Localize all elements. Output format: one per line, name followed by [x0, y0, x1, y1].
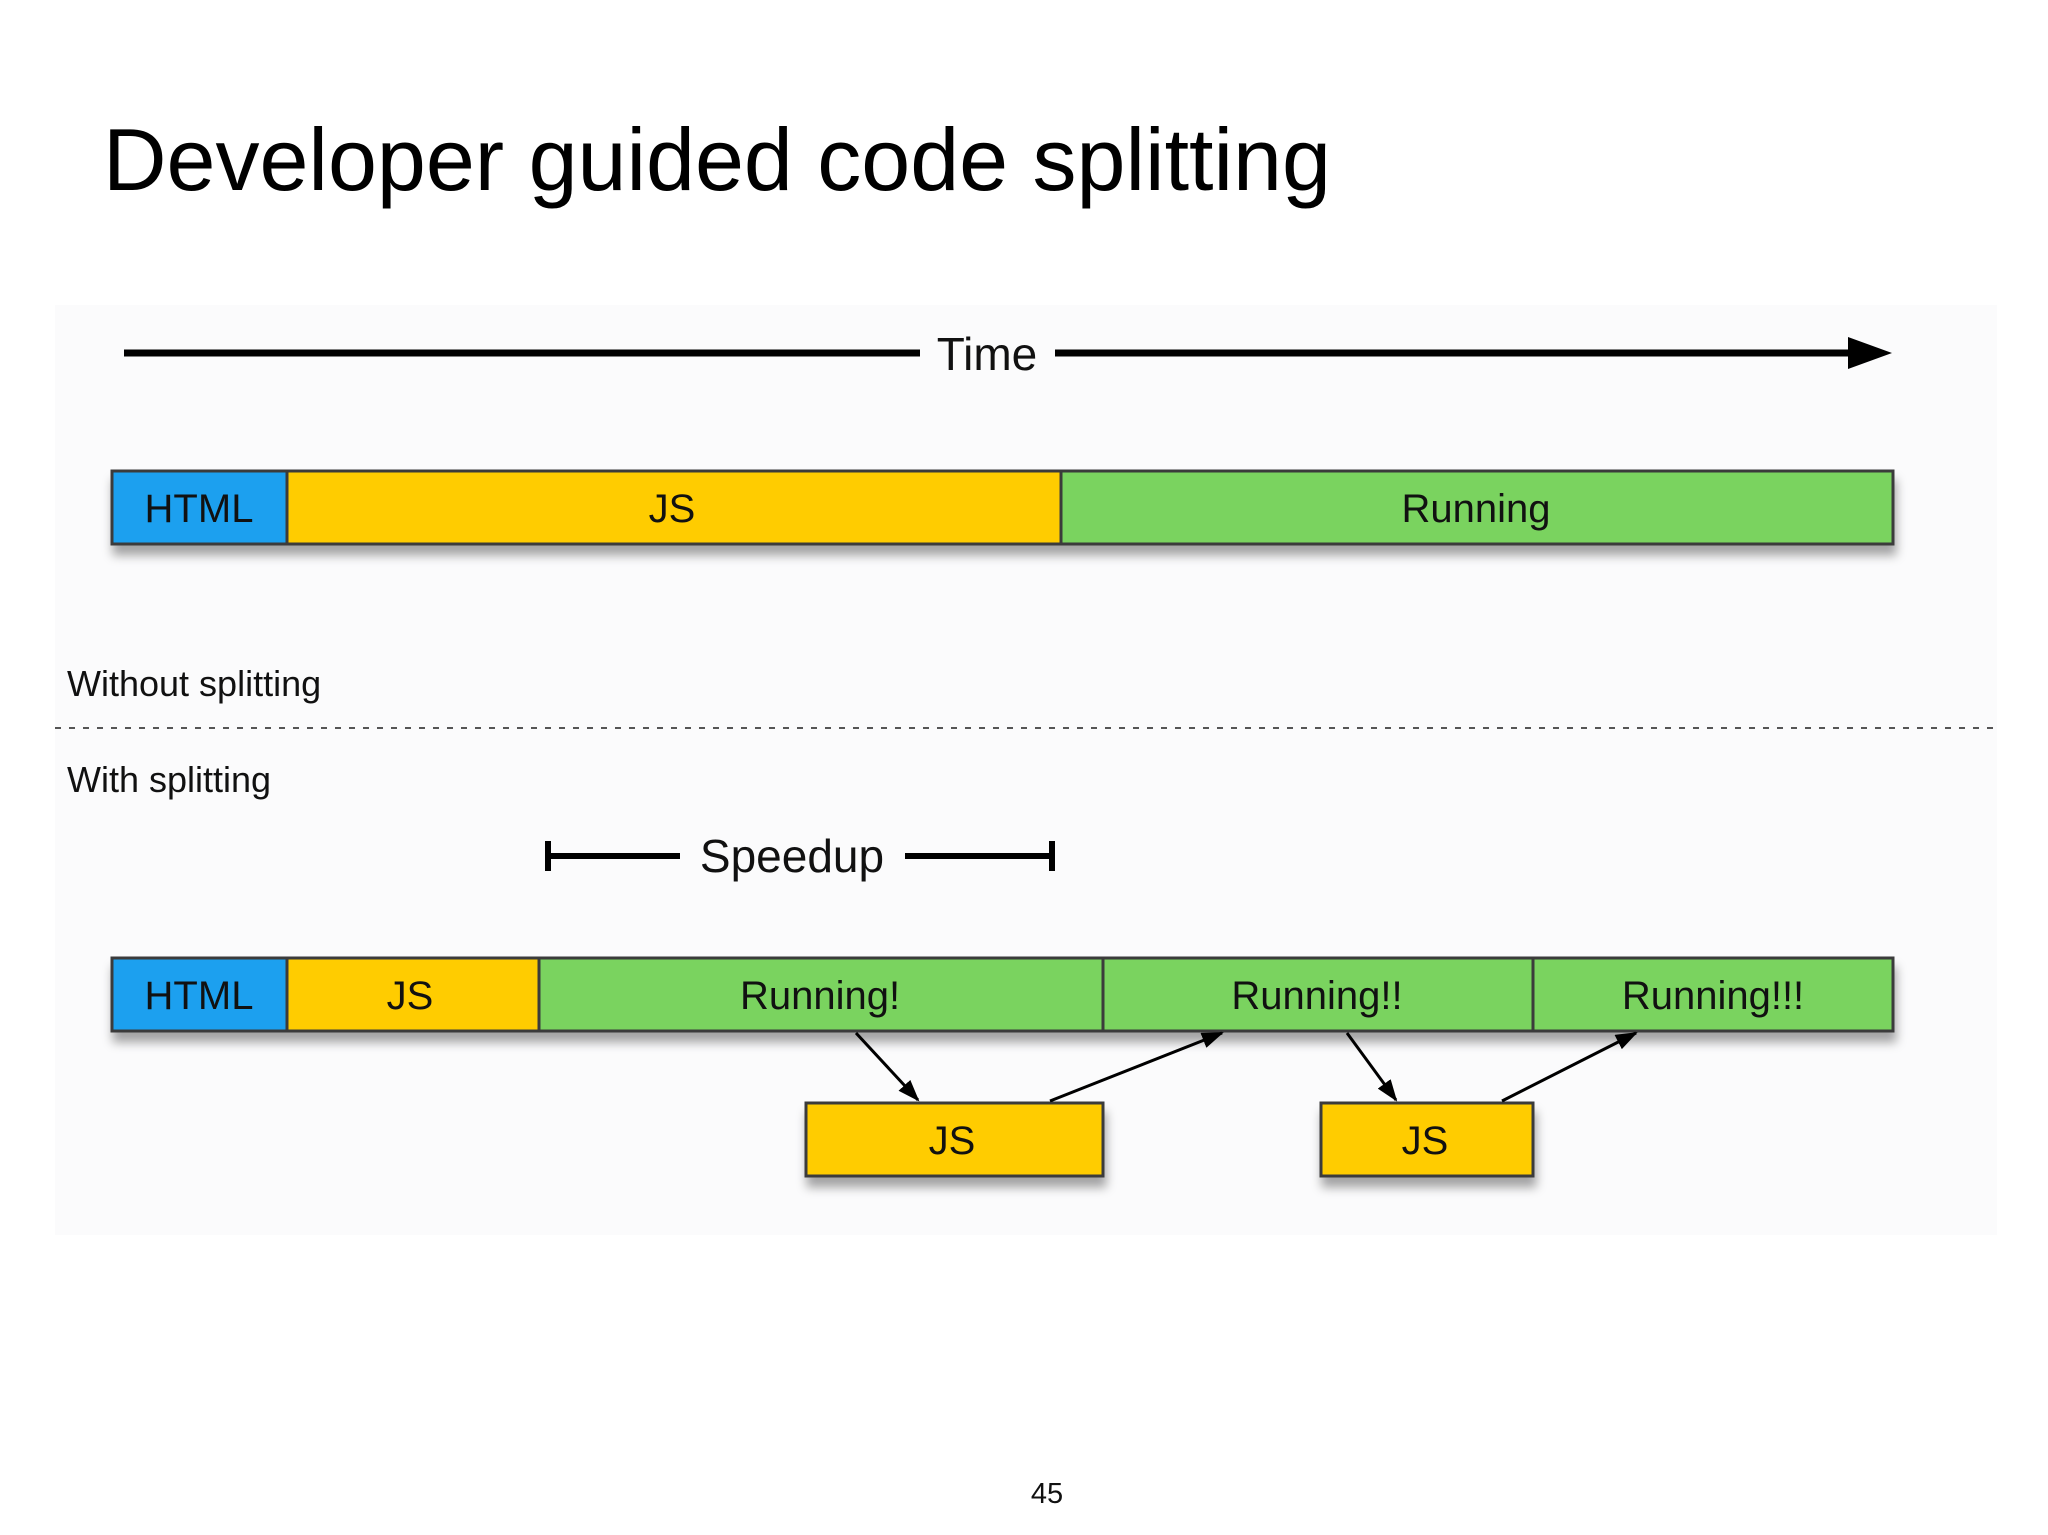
- lazy-js-chunks: [804, 1101, 1535, 1178]
- time-axis: Time: [124, 328, 1892, 380]
- with-splitting-bar: [110, 956, 1895, 1033]
- arrow-from-js-chunk-1: [1049, 1031, 1224, 1103]
- running-segment-2: [1101, 956, 1535, 1033]
- js-segment-label: JS: [649, 487, 696, 531]
- speedup-indicator: Speedup: [545, 830, 1055, 882]
- diagram-background: [55, 305, 1997, 1235]
- running-segment-3: [1531, 956, 1895, 1033]
- page-number: 45: [1030, 1478, 1064, 1510]
- html-segment-label: HTML: [145, 487, 254, 531]
- html-segment: [110, 469, 289, 546]
- arrow-from-js-chunk-2: [1501, 1031, 1638, 1103]
- running-segment-label: Running: [1401, 487, 1550, 531]
- running-segment: [1059, 469, 1895, 546]
- lazy-js-chunk-1: [804, 1101, 1105, 1178]
- arrow-to-js-chunk-2: [1345, 1032, 1398, 1102]
- running-segment-2-label: Running!!: [1231, 974, 1402, 1018]
- lazy-js-chunk-2: [1319, 1101, 1535, 1178]
- with-splitting-label: With splitting: [67, 759, 271, 800]
- running-segment-1-label: Running!: [740, 974, 900, 1018]
- js-segment: [285, 469, 1063, 546]
- slide-title: Developer guided code splitting: [103, 110, 1331, 209]
- time-label: Time: [937, 328, 1038, 380]
- speedup-label: Speedup: [700, 830, 884, 882]
- lazy-js-chunk-1-label: JS: [929, 1119, 976, 1163]
- running-segment-3-label: Running!!!: [1622, 974, 1804, 1018]
- load-arrows: [854, 1031, 1638, 1103]
- js-segment-split-label: JS: [387, 974, 434, 1018]
- html-segment-split-label: HTML: [145, 974, 254, 1018]
- without-splitting-label: Without splitting: [67, 663, 321, 704]
- without-splitting-bar: [110, 469, 1895, 546]
- time-arrow-head: [1848, 337, 1892, 369]
- arrow-to-js-chunk-1: [854, 1031, 920, 1102]
- html-segment-split: [110, 956, 289, 1033]
- lazy-js-chunk-2-label: JS: [1402, 1119, 1449, 1163]
